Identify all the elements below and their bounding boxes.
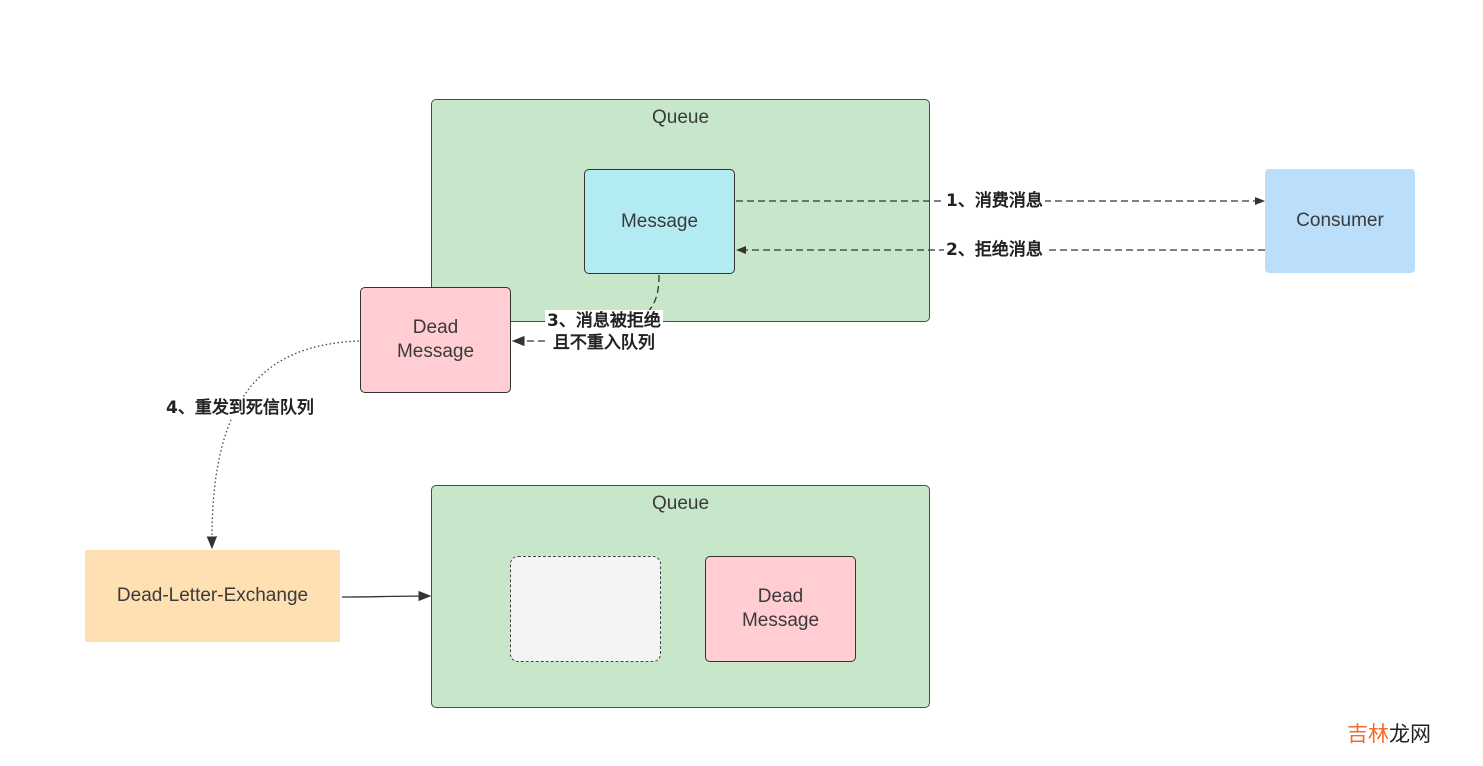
dead-message-top-line1: Dead <box>412 317 459 338</box>
watermark-part1: 吉林 <box>1347 722 1389 746</box>
edge-label-reject: 2、拒绝消息 <box>944 239 1045 261</box>
dead-message-bottom-line2: Message <box>741 610 820 631</box>
edge-republish[interactable] <box>206 340 360 550</box>
dead-message-top-line2: Message <box>396 341 475 362</box>
edge-label-rejected-no-requeue: 3、消息被拒绝 且不重入队列 <box>545 310 663 354</box>
queue-top-title: Queue <box>651 107 710 128</box>
dead-message-top-node[interactable]: Dead Message <box>360 287 511 393</box>
edge-label-rejected-line1: 3、消息被拒绝 <box>547 311 661 331</box>
watermark: 吉林龙网 <box>1347 718 1431 748</box>
dead-letter-exchange-node[interactable]: Dead-Letter-Exchange <box>85 550 340 642</box>
watermark-part2: 龙网 <box>1389 722 1431 746</box>
edge-label-rejected-line2: 且不重入队列 <box>552 333 655 353</box>
edge-label-consume: 1、消费消息 <box>944 190 1045 212</box>
dead-message-bottom-line1: Dead <box>757 586 804 607</box>
queue-bottom-title: Queue <box>651 493 710 514</box>
dead-message-bottom-node[interactable]: Dead Message <box>705 556 856 662</box>
message-label: Message <box>620 210 699 232</box>
consumer-node[interactable]: Consumer <box>1265 169 1415 273</box>
message-node[interactable]: Message <box>584 169 735 274</box>
edge-route[interactable] <box>341 590 432 602</box>
edge-rejected-no-requeue[interactable] <box>513 274 660 341</box>
consumer-label: Consumer <box>1296 210 1384 231</box>
edge-label-republish: 4、重发到死信队列 <box>164 397 316 419</box>
dead-letter-exchange-label: Dead-Letter-Exchange <box>116 585 309 606</box>
empty-slot-node[interactable] <box>510 556 661 662</box>
